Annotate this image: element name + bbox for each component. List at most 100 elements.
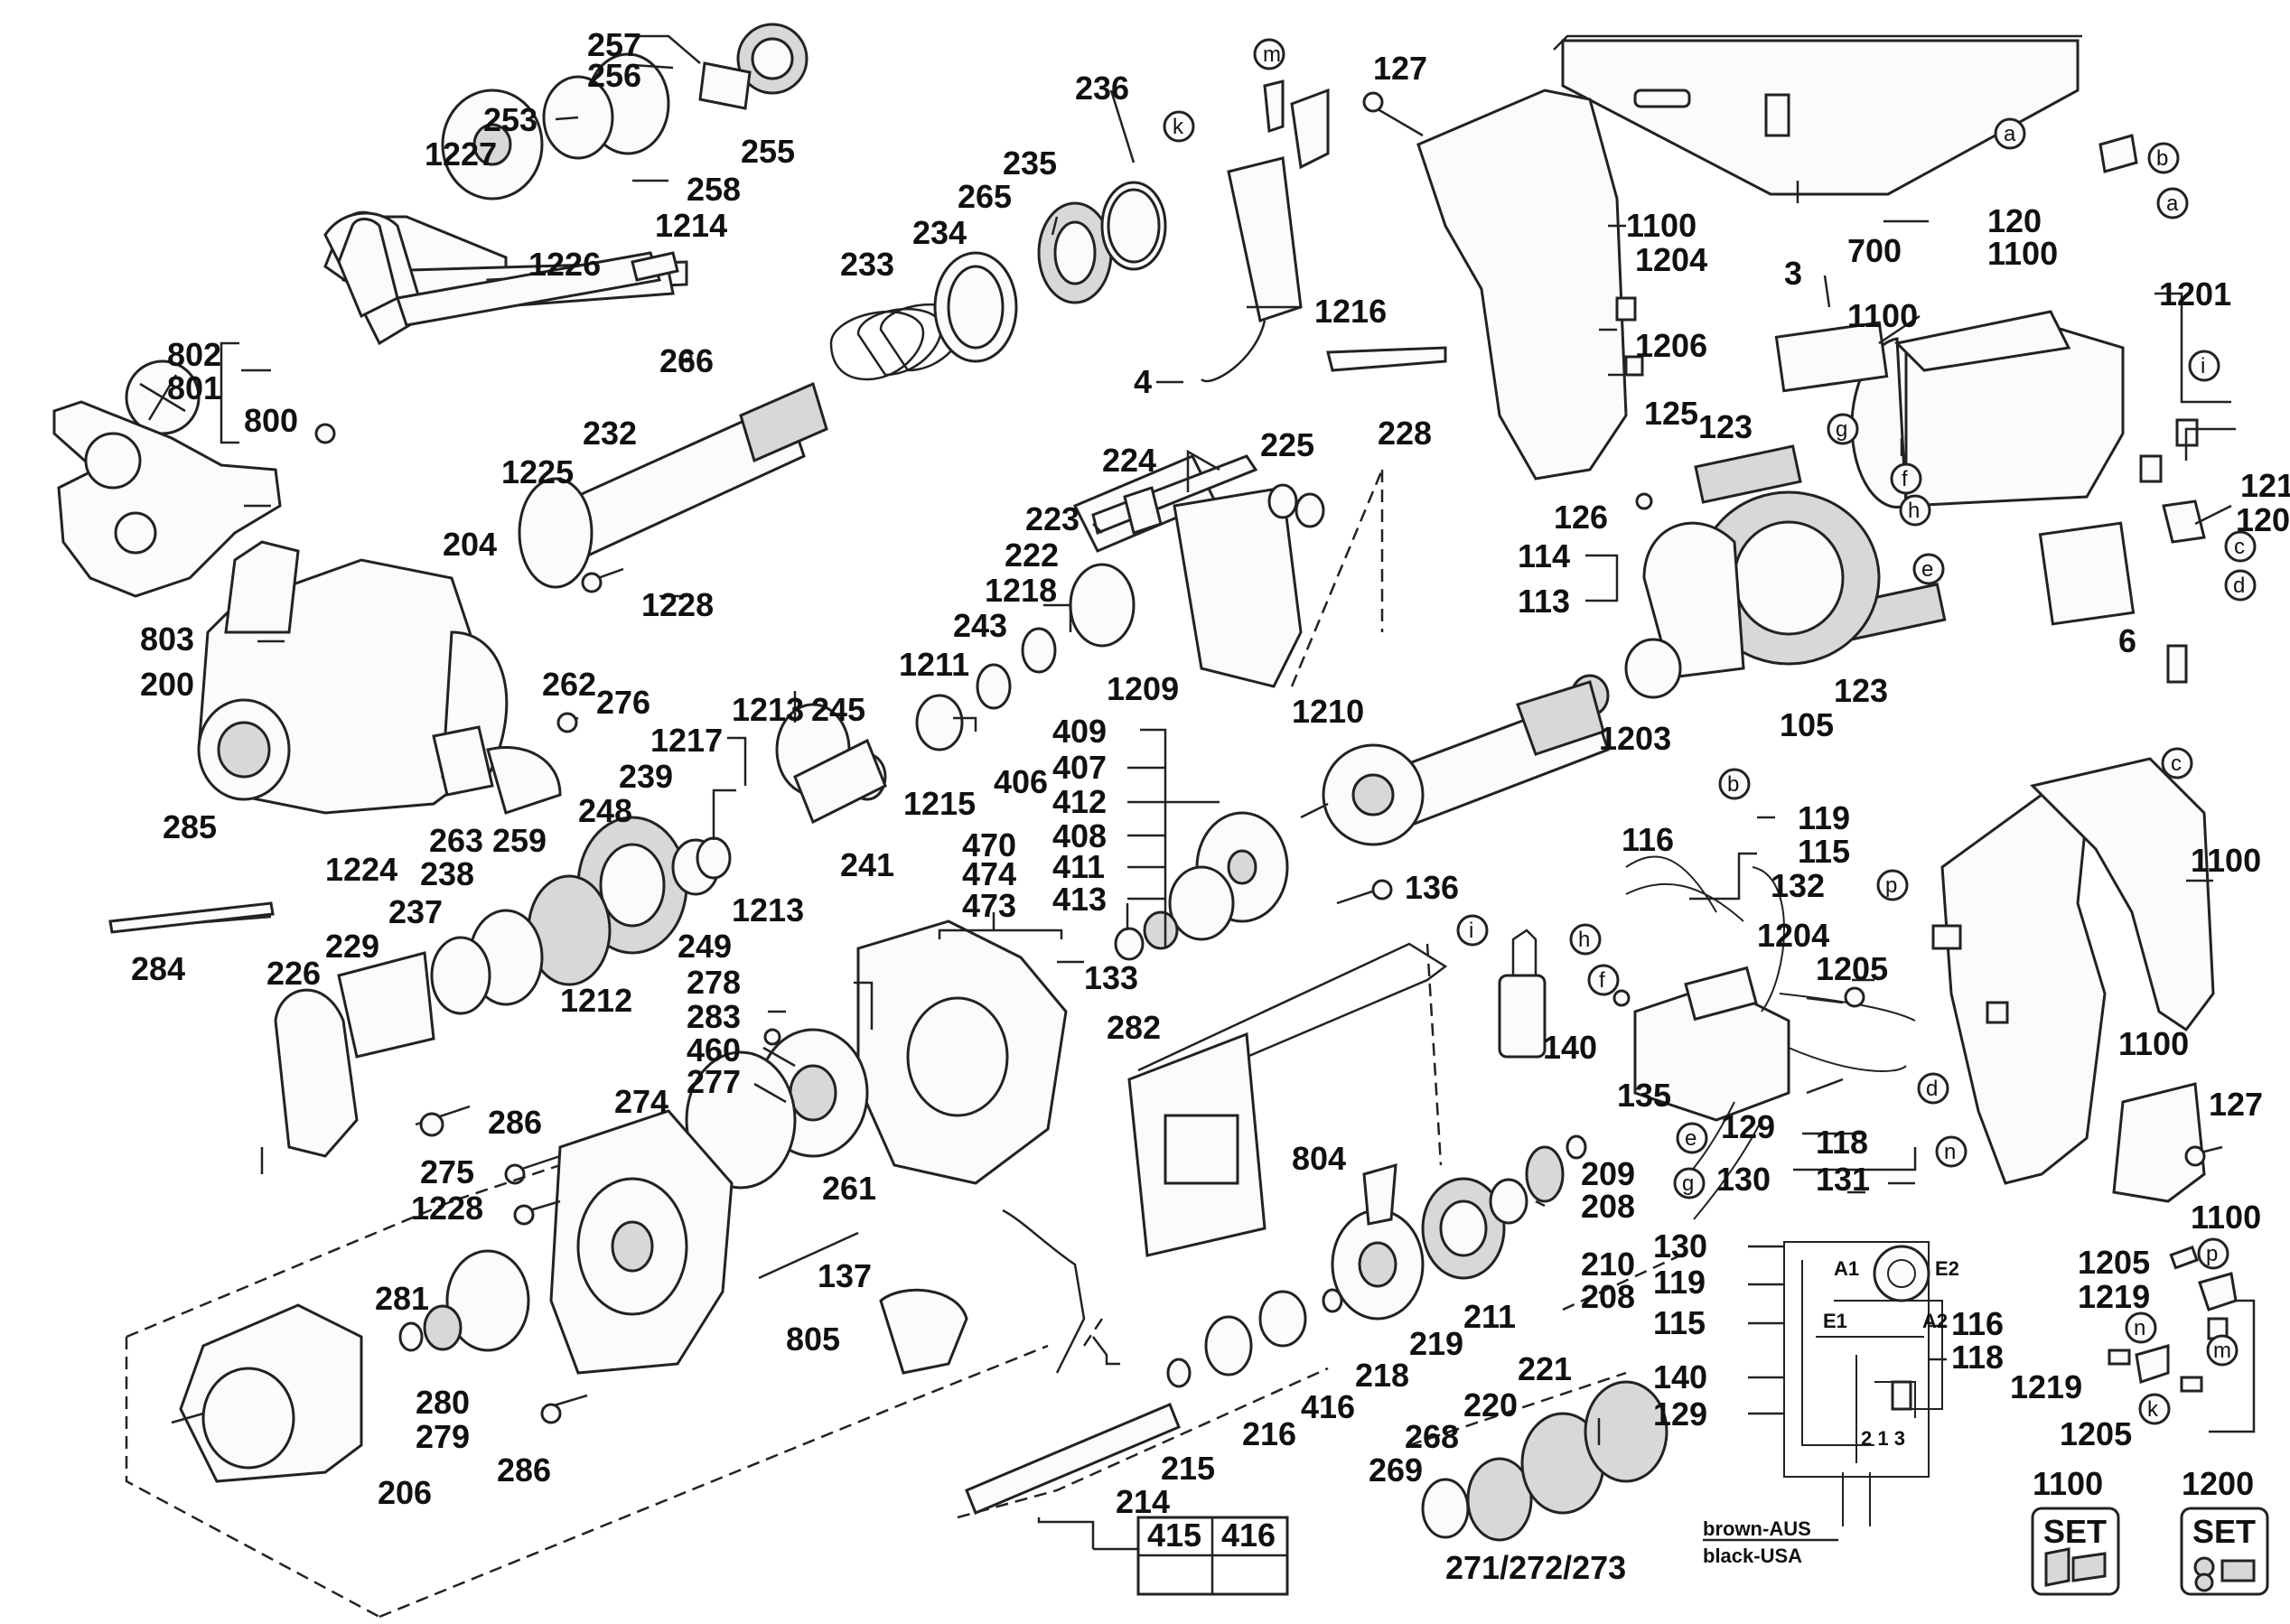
callout-116-schematic: 116 <box>1951 1305 2004 1342</box>
callout-1100-bottom: 1100 <box>2191 1199 2261 1236</box>
marker-e-top: e <box>1921 557 1933 582</box>
case-handle <box>1633 89 1691 108</box>
plate-1210 <box>1173 486 1303 688</box>
callout-130-top: 130 <box>1716 1161 1771 1198</box>
callout-279: 279 <box>416 1418 470 1455</box>
callout-1205-lower: 1205 <box>2060 1415 2132 1452</box>
callout-243: 243 <box>953 607 1007 644</box>
marker-i-mid: i <box>1469 919 1473 943</box>
callout-255: 255 <box>741 133 795 170</box>
label-3 <box>1774 321 1889 393</box>
callout-1100-set: 1100 <box>2033 1465 2103 1502</box>
kit-416-label: 416 <box>1221 1517 1276 1554</box>
capacitor-140 <box>1498 974 1547 1059</box>
callout-214: 214 <box>1116 1483 1170 1520</box>
callout-408: 408 <box>1052 817 1107 854</box>
part-237 <box>430 936 491 1015</box>
callout-271-272-273: 271/272/273 <box>1445 1549 1626 1586</box>
marker-e-mid: e <box>1685 1126 1696 1151</box>
handle-1100-right <box>1940 793 2107 1185</box>
gear-221 <box>1584 1380 1668 1483</box>
callout-265: 265 <box>958 178 1012 215</box>
part-226 <box>274 988 359 1158</box>
marker-k: k <box>1173 115 1184 139</box>
callout-1226: 1226 <box>528 246 601 283</box>
set-text-1100: SET <box>2043 1513 2107 1550</box>
callout-140-schematic: 140 <box>1653 1358 1707 1395</box>
callout-133: 133 <box>1084 959 1138 996</box>
wiring-schematic <box>1703 1241 1947 1542</box>
callout-256: 256 <box>587 57 641 94</box>
callout-1100-mid: 1100 <box>1847 297 1918 334</box>
callout-1213-upper: 1213 <box>732 691 804 728</box>
callout-1204-top: 1204 <box>1635 241 1707 278</box>
callout-280: 280 <box>416 1384 470 1421</box>
callout-208-bottom: 208 <box>1581 1278 1635 1315</box>
callout-239: 239 <box>619 758 673 795</box>
callout-412: 412 <box>1052 783 1107 820</box>
callout-238: 238 <box>420 855 474 892</box>
set-text-1200: SET <box>2192 1513 2256 1550</box>
callout-268: 268 <box>1405 1418 1459 1455</box>
callout-220: 220 <box>1463 1386 1518 1423</box>
brush-holder-parts <box>2108 1246 2256 1433</box>
part-256-plate <box>698 61 752 110</box>
callout-1211: 1211 <box>899 646 969 683</box>
marker-d-right: d <box>2233 574 2245 598</box>
marker-h-top: h <box>1908 499 1920 523</box>
callout-800: 800 <box>244 402 298 439</box>
marker-f-top: f <box>1902 467 1908 491</box>
callout-130-schematic: 130 <box>1653 1227 1707 1265</box>
callout-233: 233 <box>840 246 894 283</box>
callout-805: 805 <box>786 1321 840 1358</box>
marker-d-mid: d <box>1926 1077 1938 1101</box>
callout-225: 225 <box>1260 426 1314 463</box>
callout-229: 229 <box>325 928 379 965</box>
terminal-e1: E1 <box>1823 1310 1847 1332</box>
part-229 <box>337 951 435 1059</box>
callout-1217: 1217 <box>650 722 723 759</box>
callout-274: 274 <box>614 1083 668 1120</box>
label-6 <box>2038 521 2136 626</box>
callout-131: 131 <box>1816 1161 1870 1198</box>
callout-1206: 1206 <box>1635 327 1707 364</box>
callout-216: 216 <box>1242 1415 1296 1452</box>
callout-276: 276 <box>596 684 650 721</box>
kit-box-415-416: 415 416 <box>1037 1516 1289 1596</box>
callout-200: 200 <box>140 666 194 703</box>
callout-127-top: 127 <box>1373 50 1427 87</box>
callout-224: 224 <box>1102 442 1156 479</box>
callout-416-part: 416 <box>1301 1388 1355 1425</box>
callout-137: 137 <box>818 1257 872 1294</box>
callout-249: 249 <box>678 928 732 965</box>
callout-241: 241 <box>840 846 894 883</box>
part-279 <box>445 1249 530 1352</box>
callout-211: 211 <box>1463 1298 1516 1335</box>
callout-266: 266 <box>659 342 714 379</box>
callout-285: 285 <box>163 808 217 845</box>
callout-1225: 1225 <box>501 453 574 490</box>
callout-236: 236 <box>1075 70 1129 107</box>
callout-6: 6 <box>2118 622 2136 659</box>
callout-286-bottom: 286 <box>497 1451 551 1489</box>
terminal-numbers: 2 1 3 <box>1861 1427 1905 1450</box>
callout-127-bottom: 127 <box>2209 1086 2263 1123</box>
callout-281: 281 <box>375 1280 429 1317</box>
callout-248: 248 <box>578 792 632 829</box>
callout-221: 221 <box>1518 1350 1572 1387</box>
callout-215: 215 <box>1161 1450 1215 1487</box>
callout-116-top: 116 <box>1622 821 1674 858</box>
part-803 <box>224 540 300 634</box>
callout-284: 284 <box>131 950 185 987</box>
callout-1201: 1201 <box>2159 275 2231 313</box>
callout-460: 460 <box>687 1031 741 1069</box>
callout-1205-right: 1205 <box>2078 1244 2150 1281</box>
callout-473: 473 <box>962 887 1016 924</box>
callout-700: 700 <box>1847 232 1902 269</box>
callout-118-top: 118 <box>1816 1124 1868 1161</box>
callout-123-top: 123 <box>1698 408 1753 445</box>
callout-262: 262 <box>542 666 596 703</box>
callout-278: 278 <box>687 964 741 1001</box>
bearing-plate-113 <box>1642 521 1745 679</box>
case-700-shape <box>1561 39 2080 196</box>
